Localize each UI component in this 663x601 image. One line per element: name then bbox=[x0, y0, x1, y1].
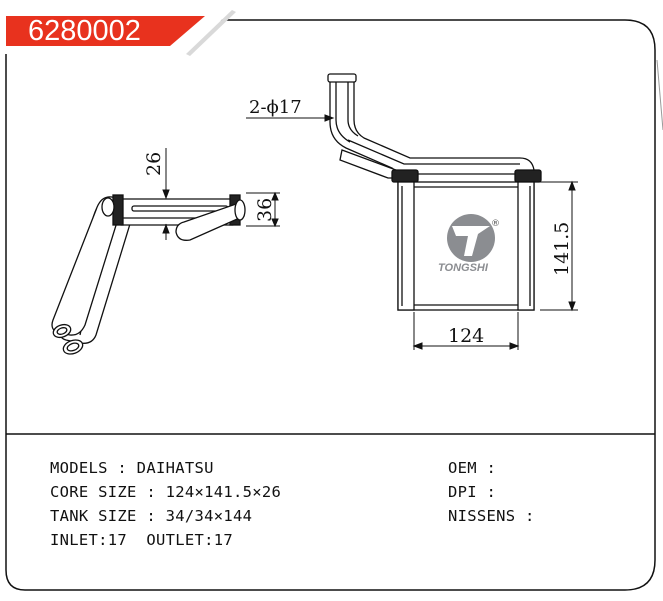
dimension-core-width-label: 124 bbox=[448, 325, 484, 347]
sheet-frame bbox=[5, 19, 656, 591]
spec-dpi: DPI : bbox=[448, 483, 497, 501]
dimension-core-height-label: 141.5 bbox=[551, 222, 573, 276]
part-number: 6280002 bbox=[28, 15, 141, 47]
banner-ribbon bbox=[6, 16, 205, 46]
dimension-tank-height-label: 36 bbox=[254, 198, 276, 222]
corner-shadow bbox=[656, 59, 663, 131]
spec-core-size: CORE SIZE : 124×141.5×26 bbox=[50, 483, 282, 501]
spec-oem: OEM : bbox=[448, 459, 497, 477]
spec-inlet-outlet: INLET:17 OUTLET:17 bbox=[50, 531, 234, 549]
dimension-tank-height bbox=[246, 191, 280, 228]
dimension-core-width bbox=[412, 312, 520, 350]
part-number-banner: 6280002 bbox=[4, 10, 236, 56]
side-view bbox=[51, 194, 246, 355]
dimension-thickness bbox=[162, 148, 170, 240]
brand-name: TONGSHI bbox=[438, 262, 489, 274]
dimension-thickness-label: 26 bbox=[143, 152, 165, 176]
brand-logo: TONGSHI ® bbox=[438, 214, 500, 274]
dimension-pipe-label: 2-ϕ17 bbox=[249, 97, 302, 118]
front-view bbox=[327, 73, 542, 311]
dimension-pipe-leader bbox=[246, 114, 335, 122]
registered-mark: ® bbox=[491, 219, 500, 229]
spec-models: MODELS : DAIHATSU bbox=[50, 459, 214, 477]
spec-nissens: NISSENS : bbox=[448, 507, 535, 525]
spec-tank-size: TANK SIZE : 34/34×144 bbox=[50, 507, 253, 525]
dimension-core-height bbox=[540, 180, 578, 312]
